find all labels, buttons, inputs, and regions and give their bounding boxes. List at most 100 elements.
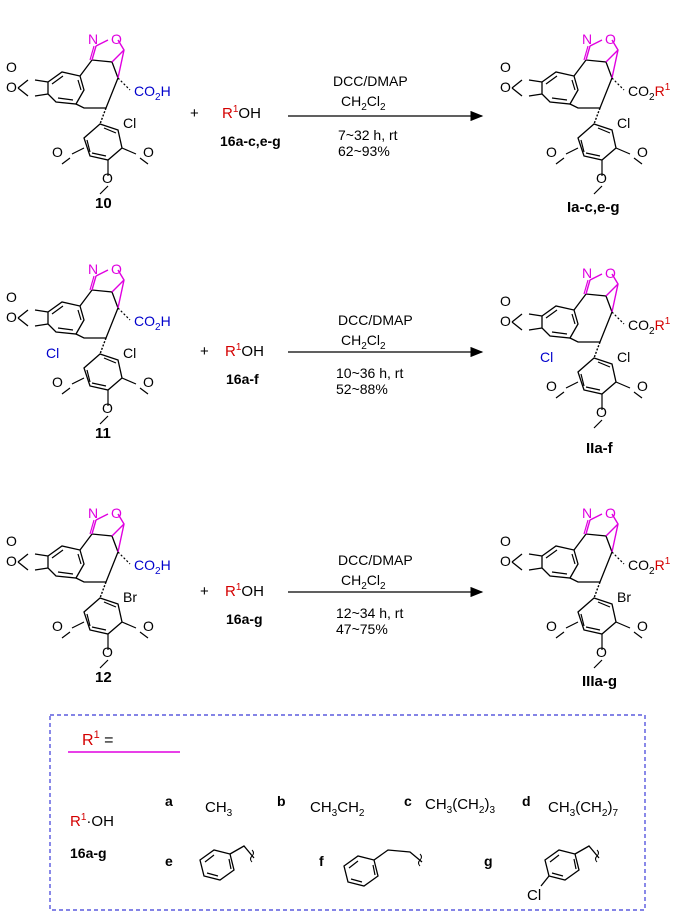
legend-reagent-label: 16a-g: [70, 845, 107, 861]
compound-label: IIa-f: [586, 440, 614, 457]
o-atom: O: [143, 618, 154, 634]
reaction-2: O O N O CO2H Cl Cl O O O 11 + R1OH 16a-f…: [6, 261, 671, 457]
extra-chloro-label: Cl: [46, 345, 59, 361]
condition-solvent: CH2Cl2: [341, 332, 386, 352]
item-key-d: d: [522, 793, 531, 809]
o-atom: O: [6, 553, 17, 569]
o-atom: O: [52, 144, 63, 160]
compound-label: 11: [95, 425, 111, 442]
chlorobenzyl-structure: [540, 845, 600, 887]
carboxyl-label: CO2H: [134, 313, 171, 333]
n-atom: N: [88, 505, 98, 521]
condition-yield: 47~75%: [336, 621, 388, 637]
o-atom: O: [500, 79, 511, 95]
item-key-f: f: [319, 853, 324, 869]
reagent-formula: R1OH: [225, 582, 264, 600]
product-III-text: O O N O CO2R1 Br O O O IIIa-g: [500, 505, 671, 690]
o-atom: O: [143, 144, 154, 160]
reaction-1: O O N O CO2H Cl O O O 10 + R1OH 16a-c,e-…: [6, 31, 671, 216]
extra-chloro-label: Cl: [540, 349, 553, 365]
item-a-formula: CH3: [205, 799, 233, 819]
o-atom: O: [111, 31, 122, 47]
o-atom: O: [52, 374, 63, 390]
reagent-label: 16a-g: [226, 611, 263, 627]
o-atom: O: [546, 144, 557, 160]
o-atom: O: [6, 309, 17, 325]
o-atom: O: [500, 59, 511, 75]
plus-sign: +: [190, 105, 199, 122]
condition-solvent: CH2Cl2: [341, 572, 386, 592]
legend-frame: [49, 714, 646, 911]
r-group-legend: R1 = R1·OH 16a-g a CH3 b CH3CH2 c CH3(CH…: [49, 714, 646, 911]
condition-reagent: DCC/DMAP: [338, 552, 413, 568]
condition-yield: 62~93%: [338, 143, 390, 159]
n-atom: N: [582, 31, 592, 47]
reagent-formula: R1OH: [225, 342, 264, 360]
o-atom: O: [500, 313, 511, 329]
ester-label: CO2R1: [628, 316, 671, 337]
product-I-text: O O N O CO2R1 Cl O O O Ia-c,e-g: [500, 31, 671, 216]
carboxyl-label: CO2H: [134, 557, 171, 577]
reactant-11-text: O O N O CO2H Cl Cl O O O 11: [6, 261, 171, 442]
o-atom: O: [605, 505, 616, 521]
reaction-3: O O N O CO2H Br O O O 12 + R1OH 16a-g DC…: [6, 505, 671, 690]
item-c-formula: CH3(CH2)3: [425, 796, 495, 816]
item-key-b: b: [277, 793, 286, 809]
legend-header: R1 =: [82, 729, 113, 749]
condition-time: 12~34 h, rt: [336, 605, 403, 621]
benzyl-structure: [199, 845, 255, 881]
condition-solvent: CH2Cl2: [341, 93, 386, 113]
o-atom: O: [52, 618, 63, 634]
legend-reagent-formula: R1·OH: [70, 812, 114, 830]
o-atom: O: [596, 404, 607, 420]
halogen-label: Br: [617, 589, 631, 605]
o-atom: O: [102, 400, 113, 416]
o-atom: O: [6, 289, 17, 305]
o-atom: O: [6, 533, 17, 549]
o-atom: O: [111, 261, 122, 277]
o-atom: O: [605, 31, 616, 47]
n-atom: N: [582, 505, 592, 521]
reagent-label: 16a-f: [226, 371, 259, 387]
o-atom: O: [143, 374, 154, 390]
item-key-c: c: [404, 793, 412, 809]
ester-label: CO2R1: [628, 556, 671, 577]
phenethyl-structure: [343, 849, 423, 887]
o-atom: O: [546, 378, 557, 394]
o-atom: O: [637, 378, 648, 394]
item-key-e: e: [165, 853, 173, 869]
compound-label: 10: [95, 195, 112, 212]
item-key-a: a: [165, 793, 173, 809]
halogen-label: Cl: [123, 115, 136, 131]
product-II-text: O O N O CO2R1 Cl Cl O O O IIa-f: [500, 265, 671, 457]
o-atom: O: [500, 533, 511, 549]
condition-reagent: DCC/DMAP: [338, 312, 413, 328]
o-atom: O: [500, 293, 511, 309]
compound-label: IIIa-g: [582, 673, 617, 690]
item-key-g: g: [484, 853, 493, 869]
condition-time: 10~36 h, rt: [336, 365, 403, 381]
reagent-label: 16a-c,e-g: [220, 133, 281, 149]
item-b-formula: CH3CH2: [310, 799, 365, 819]
o-atom: O: [637, 618, 648, 634]
n-atom: N: [582, 265, 592, 281]
plus-sign: +: [200, 343, 209, 360]
condition-reagent: DCC/DMAP: [333, 73, 408, 89]
o-atom: O: [605, 265, 616, 281]
o-atom: O: [500, 553, 511, 569]
o-atom: O: [596, 644, 607, 660]
ester-label: CO2R1: [628, 82, 671, 103]
compound-label: 12: [95, 669, 112, 686]
compound-label: Ia-c,e-g: [567, 199, 620, 216]
reagent-formula: R1OH: [222, 104, 261, 122]
o-atom: O: [102, 170, 113, 186]
o-atom: O: [6, 59, 17, 75]
carboxyl-label: CO2H: [134, 83, 171, 103]
n-atom: N: [88, 261, 98, 277]
halogen-label: Cl: [617, 349, 630, 365]
o-atom: O: [546, 618, 557, 634]
reactant-10-text: O O N O CO2H Cl O O O 10: [6, 31, 171, 212]
halogen-label: Br: [123, 589, 137, 605]
n-atom: N: [88, 31, 98, 47]
o-atom: O: [111, 505, 122, 521]
